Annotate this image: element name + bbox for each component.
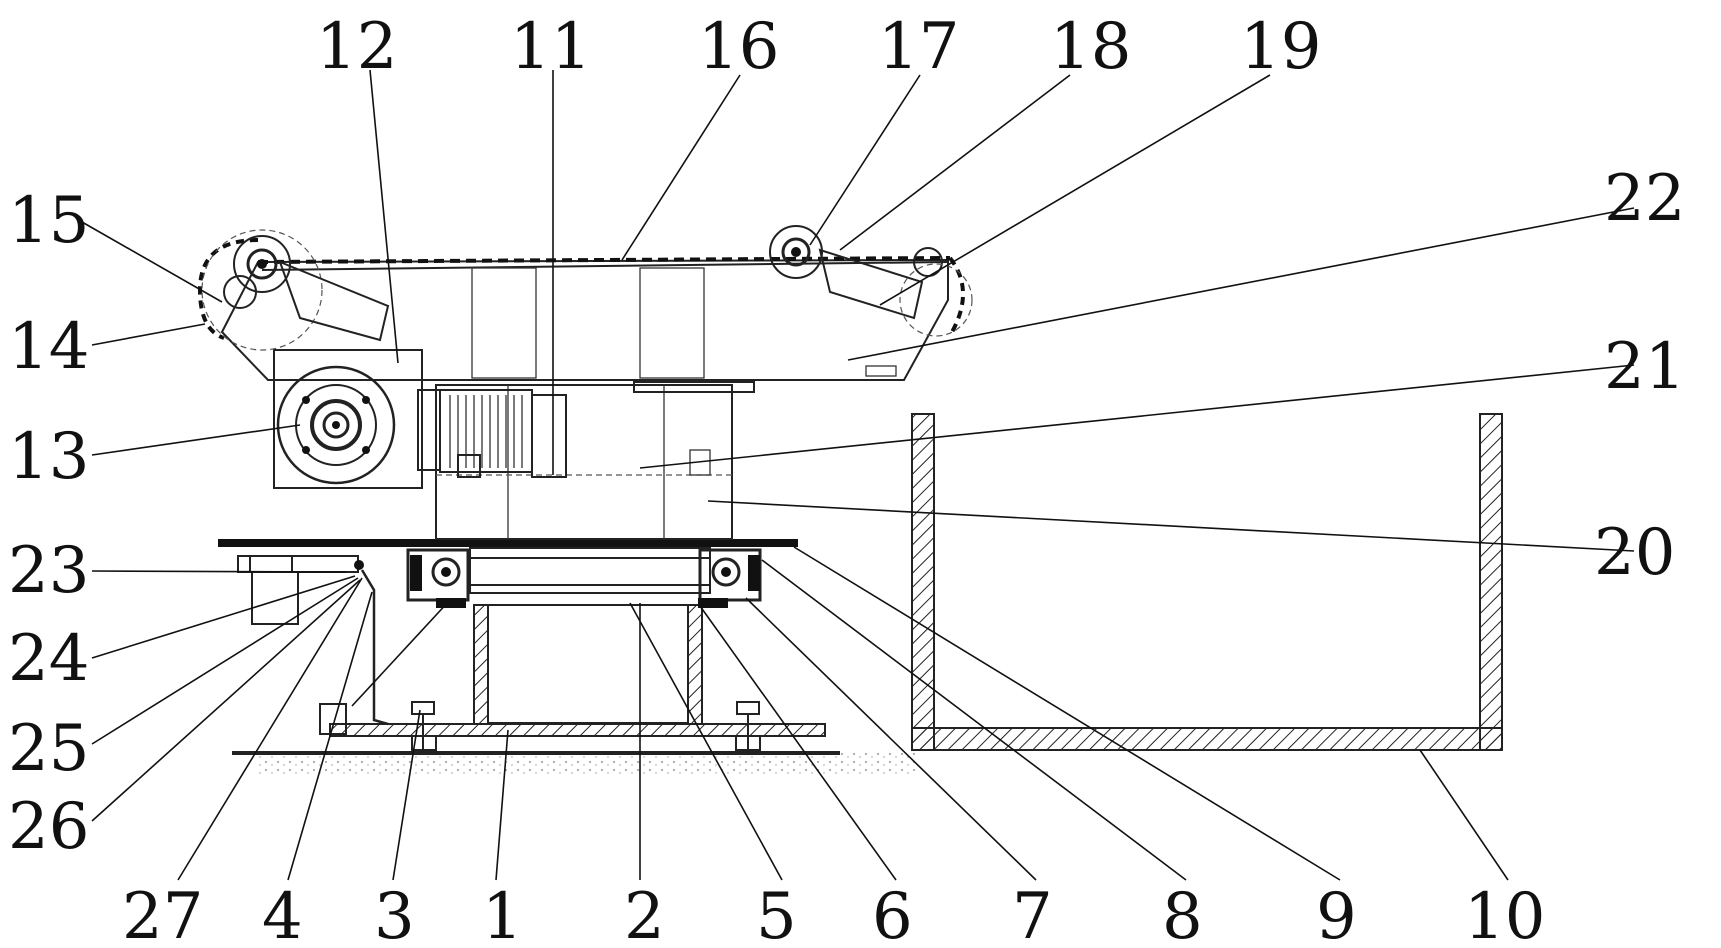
base-plate [329,723,826,737]
label-18: 18 [1050,10,1131,84]
label-15: 15 [8,184,89,258]
sprocket-right [769,225,973,337]
label-7: 7 [1012,880,1053,948]
label-14: 14 [8,310,89,384]
label-20: 20 [1594,516,1675,590]
leader-lines [81,69,1635,881]
anchor-bolts [411,701,761,752]
part-labels: 1 2 3 4 5 6 7 8 9 10 11 12 13 14 15 16 1… [8,10,1685,948]
label-17: 17 [878,10,959,84]
label-11: 11 [510,10,591,84]
motor-housing [439,389,567,478]
slewing-bearing [406,547,762,608]
label-27: 27 [122,880,203,948]
label-2: 2 [624,880,665,948]
label-5: 5 [756,880,797,948]
label-13: 13 [8,420,89,494]
label-24: 24 [8,622,89,696]
sensor-bracket [237,555,389,735]
pedestal-column [473,604,703,725]
label-6: 6 [872,880,913,948]
collection-bin [911,413,1503,751]
conveyor-beam [220,258,949,381]
label-16: 16 [698,10,779,84]
label-10: 10 [1464,880,1545,948]
label-9: 9 [1316,880,1357,948]
conveyor-chain [197,238,965,340]
sprocket-left [201,229,390,351]
label-4: 4 [262,880,303,948]
label-21: 21 [1604,330,1685,404]
label-22: 22 [1604,162,1685,236]
label-19: 19 [1240,10,1321,84]
label-12: 12 [316,10,397,84]
label-8: 8 [1162,880,1203,948]
label-1: 1 [482,880,523,948]
label-25: 25 [8,712,89,786]
reducer-motor [273,349,441,489]
label-3: 3 [374,880,415,948]
label-23: 23 [8,534,89,608]
label-26: 26 [8,790,89,864]
rotating-platform [218,539,798,547]
ground-strip [232,751,915,775]
